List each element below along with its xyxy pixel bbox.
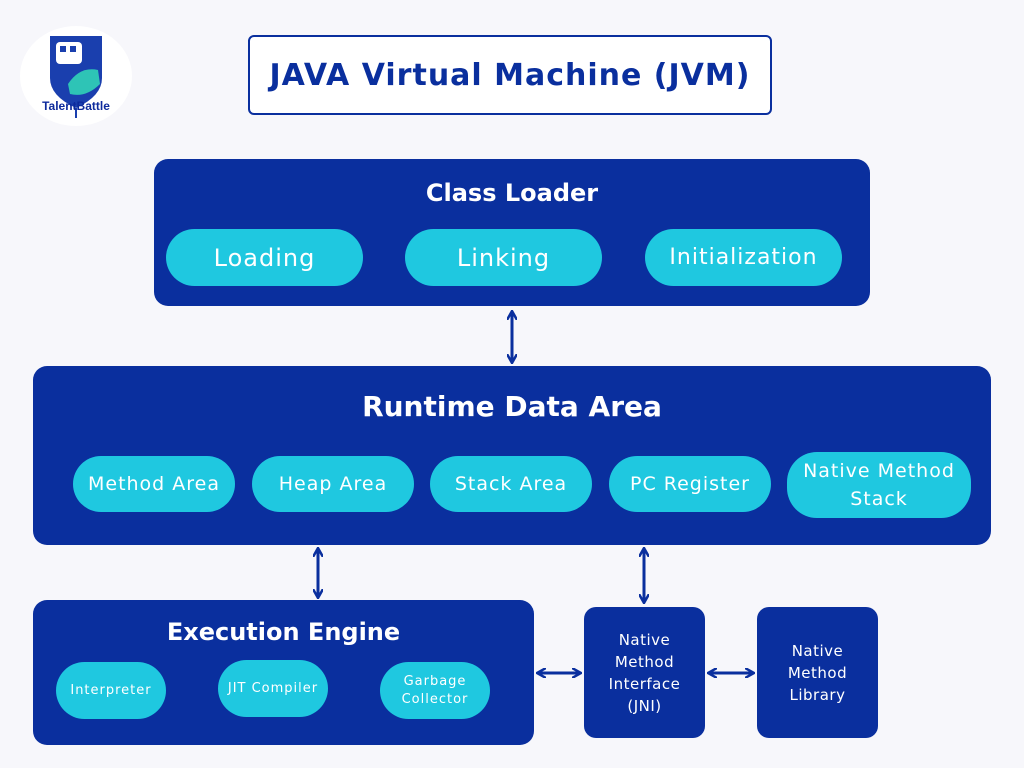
runtime-data-area-panel: Runtime Data Area Method Area Heap Area … bbox=[33, 366, 991, 545]
native-method-stack-pill: Native Method Stack bbox=[787, 452, 971, 518]
linking-pill: Linking bbox=[405, 229, 602, 286]
execution-engine-title: Execution Engine bbox=[166, 618, 401, 646]
garbage-collector-pill: Garbage Collector bbox=[380, 662, 490, 719]
loading-pill: Loading bbox=[166, 229, 363, 286]
interpreter-pill: Interpreter bbox=[56, 662, 166, 719]
diagram-title: JAVA Virtual Machine (JVM) bbox=[248, 35, 772, 115]
class-loader-title: Class Loader bbox=[425, 179, 599, 207]
execution-engine-panel: Execution Engine Interpreter JIT Compile… bbox=[33, 600, 534, 745]
class-loader-panel: Class Loader Loading Linking Initializat… bbox=[154, 159, 870, 306]
stack-area-pill: Stack Area bbox=[430, 456, 592, 512]
logo-text: TalentBattle bbox=[42, 99, 110, 113]
pc-register-pill: PC Register bbox=[609, 456, 771, 512]
native-method-interface-box: Native Method Interface (JNI) bbox=[584, 607, 705, 738]
native-method-library-box: Native Method Library bbox=[757, 607, 878, 738]
method-area-pill: Method Area bbox=[73, 456, 235, 512]
fist-icon bbox=[50, 36, 102, 118]
heap-area-pill: Heap Area bbox=[252, 456, 414, 512]
runtime-data-area-title: Runtime Data Area bbox=[362, 390, 662, 423]
jit-compiler-pill: JIT Compiler bbox=[218, 660, 328, 717]
initialization-pill: Initialization bbox=[645, 229, 842, 286]
talentbattle-logo bbox=[20, 26, 132, 126]
